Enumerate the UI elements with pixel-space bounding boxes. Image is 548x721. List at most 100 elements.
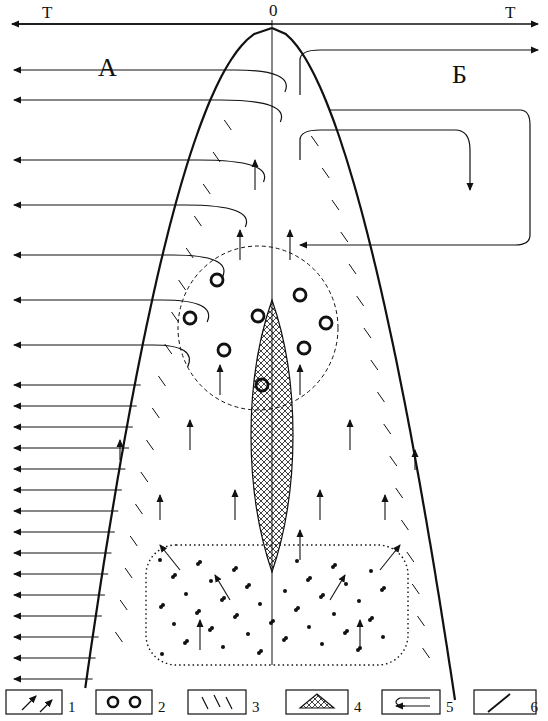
hatch-stroke [172, 312, 179, 322]
hatch-stroke [396, 488, 403, 498]
hatch-stroke [165, 344, 172, 354]
flow-arrow [330, 575, 345, 600]
legend-symbols [6, 690, 536, 714]
dot [184, 592, 188, 596]
flow-arrow [300, 130, 470, 190]
flow-arrow [14, 468, 125, 469]
hatch-stroke [407, 552, 414, 562]
dotted-zone [146, 545, 408, 665]
dot [308, 576, 312, 580]
legend-number: 2 [158, 700, 166, 715]
hatch-stroke [224, 120, 231, 130]
flow-arrow [300, 110, 530, 245]
flow-arrow [300, 50, 538, 95]
label: Т [503, 4, 517, 21]
dot [333, 563, 337, 567]
flow-arrow [14, 100, 282, 122]
hatch-stroke [194, 216, 201, 226]
hatch-stroke [179, 280, 186, 290]
dot [246, 632, 250, 636]
flow-arrow [215, 575, 230, 600]
boundary-arc [85, 28, 272, 688]
dot [222, 596, 226, 600]
hatch-stroke [311, 136, 318, 146]
flow-arrow [254, 160, 255, 190]
ore-circle [320, 317, 332, 329]
hatch-stroke [371, 360, 378, 370]
dot [358, 646, 362, 650]
dot [296, 606, 300, 610]
dot [247, 583, 251, 587]
flow-arrow [14, 615, 102, 616]
dot [197, 609, 201, 613]
flow-arrow [14, 160, 265, 182]
dot [307, 625, 311, 629]
flow-arrow [239, 230, 240, 260]
hatch-stroke [417, 616, 424, 626]
flow-arrow [14, 510, 118, 511]
flow-arrow [14, 636, 99, 637]
flow-arrow [299, 530, 300, 560]
top-axis [12, 23, 538, 24]
dot [284, 636, 288, 640]
ore-circle [294, 289, 306, 301]
dot [357, 599, 361, 603]
hatch-stroke [332, 200, 339, 210]
dot [235, 613, 239, 617]
top-axis [12, 23, 272, 24]
ore-circle [252, 310, 264, 322]
hatch-stroke [377, 392, 384, 402]
hatch-stroke [412, 584, 419, 594]
dot [173, 573, 177, 577]
hatch-stroke [213, 152, 220, 162]
flow-arrow [14, 70, 286, 92]
dot [160, 652, 164, 656]
hatch-stroke [364, 328, 371, 338]
flow-arrow [319, 490, 320, 520]
dot [172, 622, 176, 626]
dot [234, 566, 238, 570]
flow-arrow [160, 545, 180, 570]
flow-arrow [380, 545, 400, 570]
dot [158, 558, 162, 562]
flow-arrow [289, 230, 290, 260]
dot [332, 612, 336, 616]
hatch-stroke [141, 472, 148, 482]
dot [161, 603, 165, 607]
hatch-stroke [423, 648, 430, 658]
generated-strokes [14, 28, 538, 700]
dot [209, 579, 213, 583]
dot [198, 560, 202, 564]
hatch-stroke [135, 504, 142, 514]
hatch-stroke [390, 456, 397, 466]
hatched-lens [251, 300, 293, 572]
flow-arrow [219, 365, 220, 395]
dot [321, 593, 325, 597]
ore-circle [256, 379, 268, 391]
flow-arrow [189, 420, 190, 450]
ore-circle [184, 312, 196, 324]
hatch-stroke [120, 600, 127, 610]
hatch-stroke [357, 296, 364, 306]
label: Б [452, 62, 467, 88]
hatch-stroke [349, 264, 356, 274]
dot [369, 569, 373, 573]
flow-arrow [14, 345, 189, 367]
dot [344, 582, 348, 586]
hatch-stroke [203, 184, 210, 194]
flow-arrow [14, 531, 115, 532]
hatch-stroke [341, 232, 348, 242]
legend-number: 4 [354, 700, 362, 715]
hatch-stroke [401, 520, 408, 530]
legend-number: 5 [446, 700, 454, 715]
ore-circle [218, 344, 230, 356]
dot [283, 589, 287, 593]
flow-arrow [299, 365, 300, 395]
dot [345, 629, 349, 633]
flow-arrow [359, 620, 360, 650]
flow-arrow [14, 657, 96, 658]
dot [258, 602, 262, 606]
flow-arrow [349, 420, 350, 450]
hatch-stroke [152, 408, 159, 418]
